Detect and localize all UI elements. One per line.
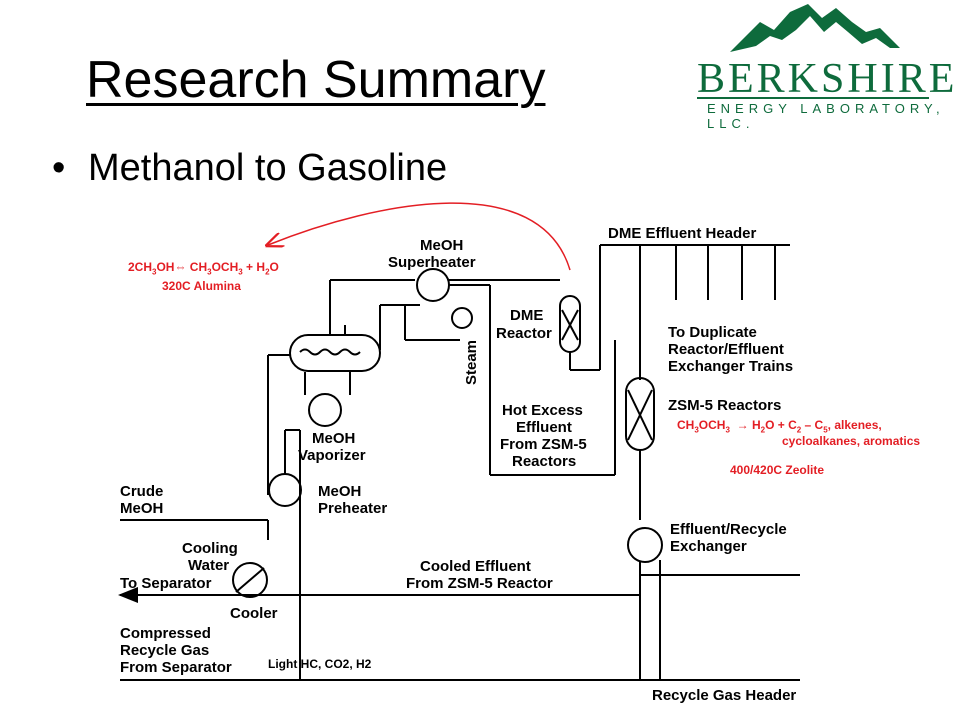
logo-subtitle: ENERGY LABORATORY, LLC. [707, 101, 945, 131]
label-hot-excess-2: Effluent [516, 419, 572, 436]
bullet-item: • Methanol to Gasoline [52, 145, 447, 191]
label-hot-excess-3: From ZSM-5 [500, 436, 587, 453]
label-hot-excess-1: Hot Excess [502, 402, 583, 419]
page-title: Research Summary [86, 51, 546, 109]
label-water: Water [188, 557, 229, 574]
label-cooling: Cooling [182, 540, 238, 557]
berkshire-mountain-logo [730, 4, 900, 52]
label-steam: Steam [463, 340, 480, 385]
label-meoh-superheater-2: Superheater [388, 254, 476, 271]
label-meoh-preheater-1: MeOH [318, 483, 361, 500]
label-meoh-superheater-1: MeOH [420, 237, 463, 254]
cooler [232, 562, 268, 598]
label-dme-reactor-2: Reactor [496, 325, 552, 342]
label-from-separator: From Separator [120, 659, 232, 676]
label-dme-reactor-1: DME [510, 307, 543, 324]
label-to-duplicate-3: Exchanger Trains [668, 358, 793, 375]
logo-name: BERKSHIRE [697, 56, 958, 102]
light-gas-note: Light HC, CO2, H2 [268, 657, 372, 671]
label-to-duplicate-1: To Duplicate [668, 324, 757, 341]
steam-heater [451, 307, 473, 329]
label-effluent-recycle-2: Exchanger [670, 538, 747, 555]
label-effluent-recycle-1: Effluent/Recycle [670, 521, 787, 538]
label-meoh-vaporizer-2: Vaporizer [298, 447, 366, 464]
zsm5-reactor-bed-cross [627, 389, 653, 441]
label-to-duplicate-2: Reactor/Effluent [668, 341, 784, 358]
dme-reaction-conditions: 320C Alumina [162, 279, 241, 293]
bullet-dot: • [52, 147, 66, 189]
label-cooler: Cooler [230, 605, 278, 622]
vaporizer-drum [289, 334, 381, 372]
label-compressed: Compressed [120, 625, 211, 642]
zsm5-reaction-products: cycloalkanes, aromatics [782, 434, 921, 448]
label-to-separator: To Separator [120, 575, 212, 592]
dme-reaction-pointer [268, 202, 571, 271]
meoh-superheater [416, 268, 450, 302]
label-crude: Crude [120, 483, 163, 500]
label-cooled-effluent-1: Cooled Effluent [420, 558, 531, 575]
label-cooled-effluent-2: From ZSM-5 Reactor [406, 575, 553, 592]
meoh-vaporizer [308, 393, 342, 427]
zsm5-reaction-equation: CH3OCH3 → H2O + C2 – C5, alkenes, [677, 418, 882, 435]
bullet-text: Methanol to Gasoline [88, 147, 448, 189]
meoh-preheater [268, 473, 302, 507]
label-meoh-preheater-2: Preheater [318, 500, 387, 517]
label-meoh-vaporizer-1: MeOH [312, 430, 355, 447]
label-hot-excess-4: Reactors [512, 453, 576, 470]
zsm5-reaction-conditions: 400/420C Zeolite [730, 463, 825, 477]
label-crude-meoh: MeOH [120, 500, 163, 517]
effluent-recycle-exchanger [627, 527, 663, 563]
label-recycle-gas: Recycle Gas [120, 642, 209, 659]
label-zsm5-reactors: ZSM-5 Reactors [668, 397, 781, 414]
label-dme-effluent-header: DME Effluent Header [608, 225, 757, 242]
logo-divider [697, 97, 929, 99]
drum-liquid-level [299, 348, 361, 356]
dme-reaction-equation: 2CH3OH⇔ CH3OCH3 + H2O [128, 260, 279, 277]
cooler-arrow [235, 567, 265, 593]
dme-reactor-bed-cross [561, 309, 579, 341]
label-recycle-gas-header: Recycle Gas Header [652, 687, 796, 704]
